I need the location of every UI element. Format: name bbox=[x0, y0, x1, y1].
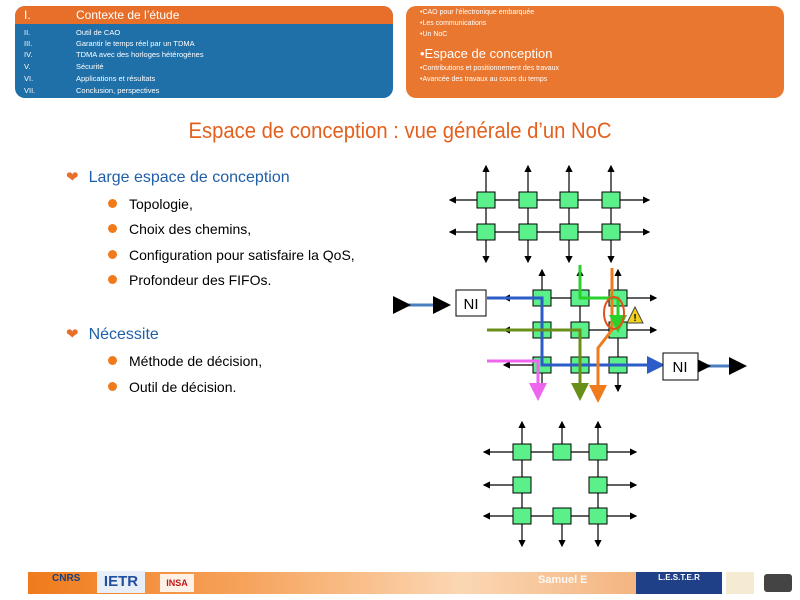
conflict-ring bbox=[603, 296, 625, 330]
toc-item-6[interactable]: VI. Applications et résultats bbox=[15, 73, 393, 84]
dot-bullet-icon bbox=[108, 275, 117, 284]
router-node bbox=[518, 223, 538, 241]
sub-bullet: Topologie, bbox=[108, 196, 193, 212]
router-node bbox=[512, 476, 532, 494]
mesh-bottom bbox=[482, 420, 638, 548]
ni-right-label: NI bbox=[673, 359, 688, 376]
toc-item-label: Conclusion, perspectives bbox=[76, 86, 160, 95]
route-green bbox=[578, 265, 627, 333]
slide-title: Espace de conception : vue générale d’un… bbox=[188, 118, 612, 143]
toc-panel: I. Contexte de l’étude II. Outil de CAO … bbox=[15, 6, 393, 98]
router-node bbox=[512, 507, 532, 525]
sub-bullet: Outil de décision. bbox=[108, 379, 236, 395]
toc-item-label: Garantir le temps réel par un TDMA bbox=[76, 39, 195, 48]
toc-item-num: V. bbox=[24, 62, 31, 71]
toc-item-label: Sécurité bbox=[76, 62, 104, 71]
bullet-text: Nécessite bbox=[88, 326, 159, 343]
router-node bbox=[559, 223, 579, 241]
route-magenta bbox=[487, 359, 547, 401]
toc-active-highlight bbox=[15, 6, 393, 24]
router-node bbox=[588, 476, 608, 494]
section-sub-item: •Contributions et positionnement des tra… bbox=[420, 65, 560, 72]
sub-bullet-text: Méthode de décision, bbox=[129, 353, 263, 369]
toc-item-3[interactable]: III. Garantir le temps réel par un TDMA bbox=[15, 38, 393, 49]
router-node bbox=[601, 223, 621, 241]
insa-logo: INSA bbox=[160, 574, 194, 592]
router-node bbox=[552, 443, 572, 461]
toc-item-label: Outil de CAO bbox=[76, 28, 121, 37]
toc-item-2[interactable]: II. Outil de CAO bbox=[15, 27, 393, 38]
heart-bullet-icon: ❤ bbox=[66, 169, 79, 186]
ni-left: NI bbox=[393, 289, 487, 317]
toc-item-7[interactable]: VII. Conclusion, perspectives bbox=[15, 85, 393, 96]
heart-bullet-icon: ❤ bbox=[66, 326, 79, 343]
section-sub-item: •Un NoC bbox=[420, 31, 448, 38]
bullet-text: Large espace de conception bbox=[88, 169, 290, 186]
toc-item-num: IV. bbox=[24, 50, 33, 59]
corner-logo bbox=[764, 574, 792, 592]
router-node bbox=[476, 191, 496, 209]
toc-item-5[interactable]: V. Sécurité bbox=[15, 61, 393, 72]
toc-item-1[interactable]: I. Contexte de l’étude bbox=[15, 8, 393, 23]
toc-item-label: Contexte de l’étude bbox=[76, 8, 180, 22]
router-node bbox=[559, 191, 579, 209]
sub-bullet-text: Profondeur des FIFOs. bbox=[129, 272, 272, 288]
dot-bullet-icon bbox=[108, 382, 117, 391]
toc-item-label: Applications et résultats bbox=[76, 74, 156, 83]
toc-item-num: III. bbox=[24, 39, 33, 48]
toc-item-4[interactable]: IV. TDMA avec des horloges hétérogènes bbox=[15, 49, 393, 60]
dot-bullet-icon bbox=[108, 356, 117, 365]
route-darkgreen bbox=[487, 328, 589, 401]
section-sub-item: •Avancée des travaux au cours du temps bbox=[420, 76, 548, 83]
section-panel: •CAO pour l’électronique embarquée •Les … bbox=[406, 6, 784, 98]
sub-bullet-text: Outil de décision. bbox=[129, 379, 237, 395]
sub-bullet-text: Topologie, bbox=[129, 196, 193, 212]
router-node bbox=[601, 191, 621, 209]
router-node bbox=[476, 223, 496, 241]
sub-bullet: Configuration pour satisfaire la QoS, bbox=[108, 247, 355, 263]
router-node bbox=[512, 443, 532, 461]
warning-icon bbox=[626, 305, 644, 324]
ietr-logo: IETR bbox=[97, 571, 145, 593]
router-node bbox=[518, 191, 538, 209]
routes: ! bbox=[487, 265, 665, 403]
sub-bullet: Profondeur des FIFOs. bbox=[108, 272, 271, 288]
toc-item-label: TDMA avec des horloges hétérogènes bbox=[76, 50, 204, 59]
sub-bullet: Méthode de décision, bbox=[108, 353, 262, 369]
bullet-necessite: ❤ Nécessite bbox=[66, 325, 159, 344]
section-sub-item: •Les communications bbox=[420, 20, 487, 27]
university-logo bbox=[726, 572, 754, 594]
footer-author: Samuel E bbox=[538, 574, 588, 586]
mesh-top bbox=[448, 164, 651, 264]
dot-bullet-icon bbox=[108, 224, 117, 233]
ni-left-label: NI bbox=[464, 296, 479, 313]
lester-logo: L.E.S.T.E.R bbox=[636, 572, 722, 594]
ni-right: NI bbox=[662, 352, 747, 381]
sub-bullet-text: Configuration pour satisfaire la QoS, bbox=[129, 247, 355, 263]
bullet-large-space: ❤ Large espace de conception bbox=[66, 168, 290, 187]
toc-item-num: VII. bbox=[24, 86, 36, 95]
dot-bullet-icon bbox=[108, 199, 117, 208]
cnrs-logo: CNRS bbox=[52, 573, 81, 584]
toc-item-num: II. bbox=[24, 28, 31, 37]
router-node bbox=[588, 507, 608, 525]
section-current: •Espace de conception bbox=[420, 46, 553, 61]
route-orange bbox=[589, 268, 614, 403]
router-node bbox=[588, 443, 608, 461]
sub-bullet-text: Choix des chemins, bbox=[129, 221, 252, 237]
warning-symbol: ! bbox=[633, 313, 636, 324]
router-node bbox=[552, 507, 572, 525]
toc-item-num: VI. bbox=[24, 74, 34, 83]
toc-item-num: I. bbox=[24, 8, 31, 22]
dot-bullet-icon bbox=[108, 250, 117, 259]
sub-bullet: Choix des chemins, bbox=[108, 221, 251, 237]
section-sub-item: •CAO pour l’électronique embarquée bbox=[420, 9, 535, 16]
route-blue bbox=[487, 296, 665, 374]
